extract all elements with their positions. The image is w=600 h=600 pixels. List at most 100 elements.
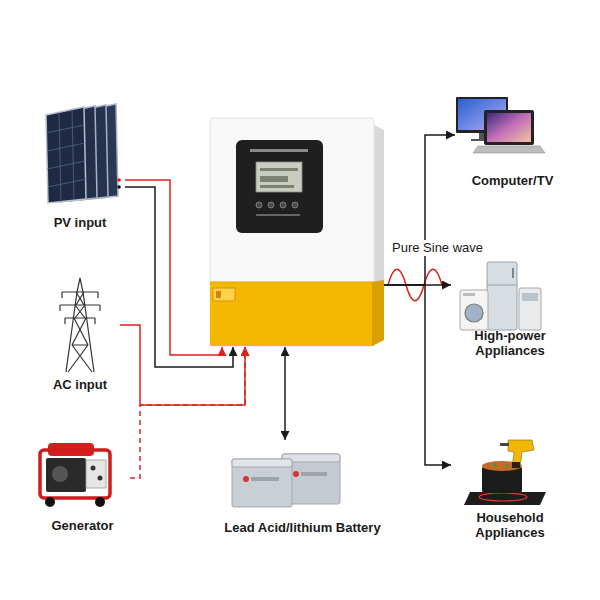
output-device: Household Appliances: [451, 435, 569, 540]
solar-panels: [46, 125, 84, 133]
power-pylon: [75, 292, 85, 318]
node-caption: Household Appliances: [451, 510, 569, 540]
inverter-illustration: [260, 168, 298, 171]
appliances: [463, 293, 475, 296]
inverter-illustration: [216, 291, 221, 298]
solar-panels: [48, 179, 86, 187]
generator: [86, 460, 106, 488]
connector-wire: [384, 135, 455, 285]
pv-input: PV input: [35, 100, 125, 230]
inverter-illustration: [256, 162, 302, 192]
inverter-illustration: [280, 202, 286, 208]
node-caption: Computer/TV: [470, 173, 556, 188]
household-appliances: [464, 492, 546, 505]
node-caption: High-power Appliances: [451, 328, 569, 358]
appliances: [460, 262, 541, 330]
household-appliances: [508, 440, 534, 468]
connector: [384, 135, 455, 285]
appliances: [460, 290, 488, 330]
connector-wire: [130, 347, 245, 478]
battery-bank: Lead Acid/lithium Battery: [200, 440, 405, 535]
edge-label: Pure Sine wave: [390, 240, 485, 256]
inverter-illustration: [292, 202, 298, 208]
inverter-illustration: [256, 214, 300, 216]
appliances: [487, 285, 517, 286]
household-appliances: [512, 462, 520, 468]
household-appliances: [500, 443, 509, 446]
batteries: [243, 476, 249, 482]
batteries: [232, 459, 292, 467]
appliances: [522, 293, 538, 301]
batteries: [293, 471, 299, 477]
generator: [98, 476, 103, 481]
node-caption: Generator: [49, 518, 115, 533]
inverter-illustration: [372, 280, 384, 346]
inverter-illustration: [236, 140, 323, 233]
generator: [40, 450, 110, 498]
connector-wire: [384, 285, 451, 465]
connector-wire: [120, 325, 245, 405]
ac-input: AC input: [40, 270, 120, 392]
computer-tv: [456, 97, 545, 153]
inverter-illustration: [250, 149, 308, 152]
node-caption: AC input: [51, 377, 109, 392]
solar-panels: [117, 185, 121, 189]
inverter-illustration: [210, 282, 374, 346]
household-appliances: [464, 440, 546, 505]
computer-tv: [484, 110, 534, 145]
inverter-illustration: [256, 202, 262, 208]
power-pylon: [60, 292, 100, 318]
solar-panels: [46, 109, 86, 202]
household-appliances: [493, 463, 496, 466]
solar-panels: [47, 143, 85, 151]
output-device: High-power Appliances: [451, 258, 569, 358]
household-appliances: [479, 493, 527, 501]
inverter-illustration: [260, 185, 294, 188]
node-caption: PV input: [52, 215, 109, 230]
solar-panels: [59, 112, 61, 202]
solar-panels: [47, 161, 85, 169]
inverter-box: [208, 114, 384, 347]
solar-panels: [117, 178, 121, 182]
power-pylon: [60, 278, 100, 372]
inverter-illustration: [260, 176, 288, 182]
generator: [95, 497, 105, 507]
batteries: [251, 477, 279, 481]
batteries: [232, 459, 292, 507]
generator: [46, 458, 86, 492]
solar-panels: [46, 104, 121, 203]
power-pylon: [60, 292, 100, 324]
node-caption: Lead Acid/lithium Battery: [222, 520, 382, 535]
appliances: [512, 268, 514, 278]
batteries: [301, 472, 327, 476]
solar-panels: [46, 107, 86, 203]
generator: [40, 443, 110, 507]
power-pylon: [68, 318, 92, 372]
inverter-illustration: [210, 118, 374, 346]
inverter-illustration: [268, 202, 274, 208]
household-appliances: [482, 461, 522, 471]
generator: [91, 466, 96, 471]
connector: [130, 347, 245, 478]
generator-input: Generator: [35, 435, 130, 533]
generator: [45, 497, 55, 507]
connector: [384, 285, 451, 465]
batteries: [232, 454, 340, 507]
inverter-illustration: [210, 282, 374, 283]
connector-wire: [284, 347, 286, 440]
output-device: Computer/TV: [455, 88, 570, 188]
appliances: [487, 262, 517, 330]
appliances: [519, 288, 541, 330]
generator: [52, 466, 68, 482]
inverter-illustration: [210, 118, 384, 346]
inverter-illustration: [213, 288, 235, 301]
computer-tv: [473, 146, 545, 153]
connector: [120, 325, 245, 405]
connector: [285, 347, 286, 440]
solar-panels: [72, 109, 74, 200]
household-appliances: [505, 464, 508, 467]
connector-wire: [125, 187, 233, 367]
computer-tv: [487, 113, 531, 142]
connector: [125, 180, 233, 367]
